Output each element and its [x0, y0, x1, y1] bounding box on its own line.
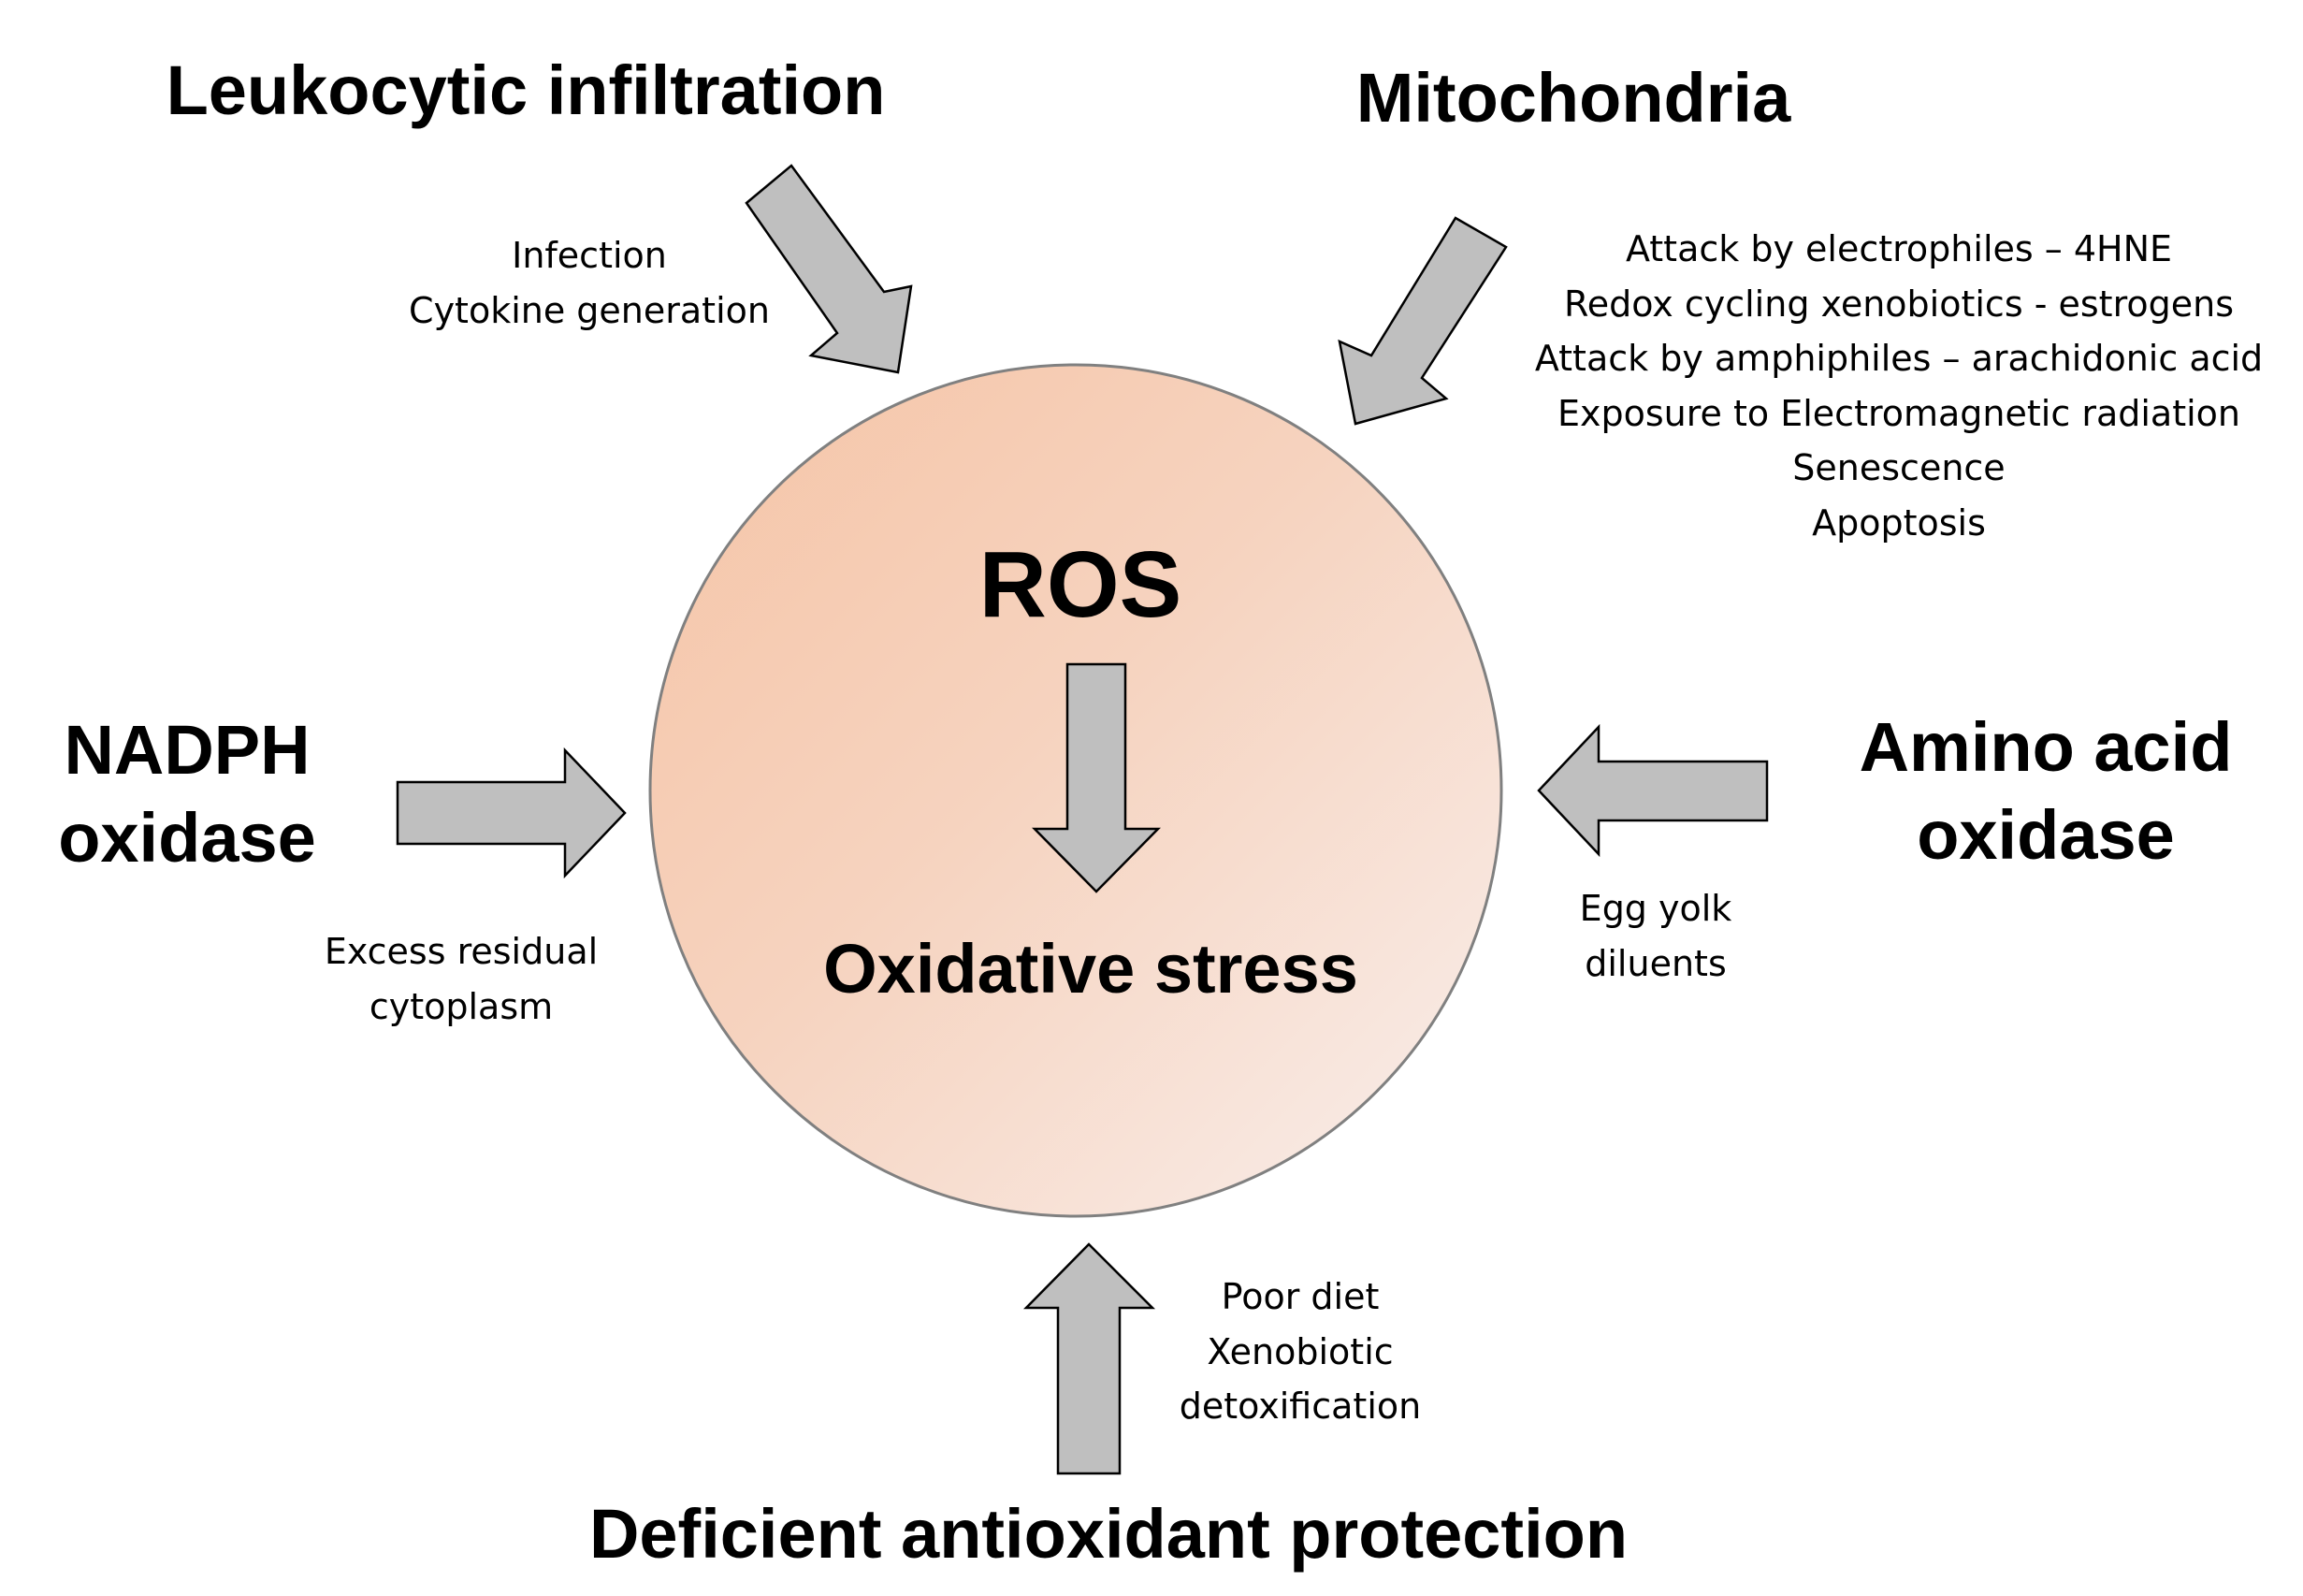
amino-acid-arrow [1537, 723, 1769, 858]
antioxidant-title: Deficient antioxidant protection [588, 1495, 1629, 1573]
note-item: diluents [1585, 942, 1727, 984]
mitochondria-arrow [1338, 216, 1508, 426]
note-item: Exposure to Electromagnetic radiation [1557, 392, 2240, 434]
note-item: Excess residual [324, 931, 599, 972]
note-item: Xenobiotic [1207, 1330, 1394, 1372]
note-item: Attack by electrophiles – 4HNE [1625, 228, 2173, 269]
note-item: Infection [512, 235, 667, 276]
nadph-title-line1: NADPH [64, 711, 311, 789]
amino-acid-title: Amino acid oxidase [1860, 704, 2233, 879]
antioxidant-arrow [1023, 1242, 1156, 1475]
leukocytic-title: Leukocytic infiltration [166, 51, 886, 129]
nadph-notes: Excess residual cytoplasm [325, 924, 598, 1034]
nadph-title-line2: oxidase [58, 799, 316, 877]
amino-acid-title-line1: Amino acid [1859, 708, 2233, 786]
note-item: Egg yolk [1579, 888, 1732, 929]
leukocytic-arrow [745, 164, 913, 374]
note-item: Cytokine generation [409, 289, 770, 331]
amino-acid-notes: Egg yolk diluents [1580, 881, 1732, 991]
mitochondria-notes: Attack by electrophiles – 4HNE Redox cycl… [1535, 222, 2263, 550]
nadph-arrow [396, 747, 627, 879]
note-item: cytoplasm [369, 985, 554, 1027]
amino-acid-title-line2: oxidase [1917, 796, 2175, 874]
note-item: Redox cycling xenobiotics - estrogens [1564, 283, 2234, 325]
note-item: Poor diet [1221, 1276, 1380, 1317]
ros-label: ROS [978, 532, 1182, 637]
note-item: Senescence [1792, 447, 2006, 488]
nadph-title: NADPH oxidase [58, 706, 316, 882]
mitochondria-title: Mitochondria [1355, 59, 1791, 137]
oxidative-stress-label: Oxidative stress [823, 930, 1358, 1008]
note-item: Attack by amphiphiles – arachidonic acid [1534, 338, 2264, 379]
ros-to-stress-arrow [1032, 662, 1161, 893]
note-item: Apoptosis [1812, 501, 1986, 544]
note-item: detoxification [1179, 1386, 1422, 1427]
